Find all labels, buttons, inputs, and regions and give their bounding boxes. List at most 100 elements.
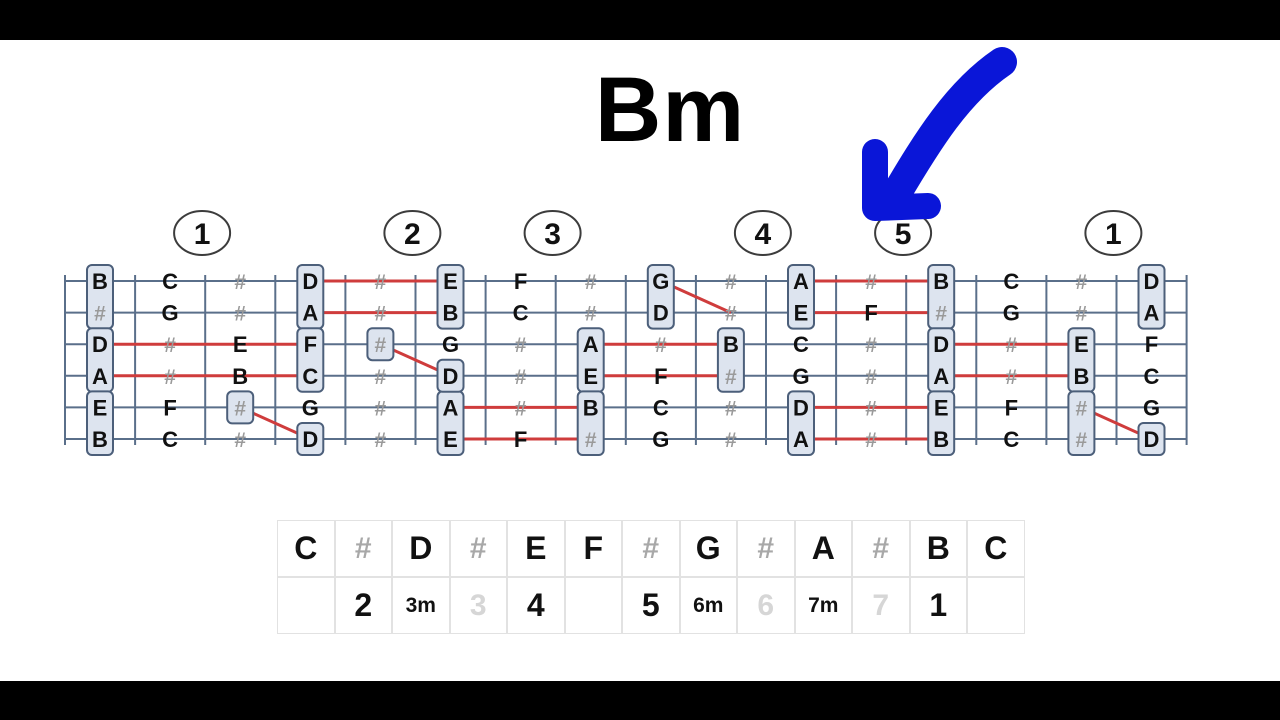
- sharp-label: #: [515, 366, 527, 389]
- sharp-label: #: [164, 334, 176, 357]
- scale-note-cell: A: [794, 520, 852, 577]
- scale-note-cell: D: [392, 520, 450, 577]
- note-label: E: [583, 364, 598, 389]
- sharp-label: #: [725, 366, 737, 389]
- note-label: E: [443, 269, 458, 294]
- position-marker-label: 5: [895, 218, 912, 251]
- sharp-label: #: [865, 397, 877, 420]
- note-label: E: [934, 395, 949, 420]
- note-label: C: [653, 395, 669, 420]
- note-label: E: [93, 395, 108, 420]
- note-label: D: [92, 332, 108, 357]
- note-label: F: [654, 364, 667, 389]
- note-label: F: [514, 427, 527, 452]
- note-label: E: [233, 332, 248, 357]
- note-label: C: [302, 364, 318, 389]
- scale-degree-cell: [277, 577, 335, 634]
- scale-note-cell: E: [507, 520, 565, 577]
- sharp-label: #: [655, 334, 667, 357]
- note-label: A: [933, 364, 949, 389]
- note-label: F: [1145, 332, 1158, 357]
- position-marker-label: 1: [1105, 218, 1122, 251]
- position-marker: [1084, 210, 1143, 256]
- position-marker: [383, 210, 442, 256]
- note-label: D: [793, 395, 809, 420]
- scale-note-cell: C: [277, 520, 335, 577]
- note-label: E: [1074, 332, 1089, 357]
- position-marker-label: 2: [404, 218, 421, 251]
- note-label: B: [443, 301, 459, 326]
- note-highlight: [1137, 264, 1166, 330]
- sharp-label: #: [585, 303, 597, 326]
- note-highlight: [366, 327, 395, 362]
- note-label: E: [794, 301, 809, 326]
- position-marker: [733, 210, 792, 256]
- note-label: C: [1144, 364, 1160, 389]
- scale-degree-cell: 2: [334, 577, 392, 634]
- sharp-label: #: [375, 303, 387, 326]
- letterbox-bottom: [0, 681, 1280, 720]
- letterbox-top: [0, 0, 1280, 40]
- note-label: G: [1143, 395, 1160, 420]
- scale-note-cell: #: [449, 520, 507, 577]
- note-label: D: [653, 301, 669, 326]
- note-highlight: [716, 327, 745, 393]
- pointer-arrow-icon: [862, 47, 1017, 221]
- scale-note-cell: G: [679, 520, 737, 577]
- scale-degree-cell: 6: [737, 577, 795, 634]
- note-label: A: [92, 364, 108, 389]
- note-highlight: [1067, 390, 1096, 456]
- note-label: A: [1144, 301, 1160, 326]
- note-label: D: [1144, 269, 1160, 294]
- note-label: B: [1073, 364, 1089, 389]
- position-marker-label: 4: [755, 218, 772, 251]
- position-marker: [173, 210, 232, 256]
- note-highlight: [646, 264, 675, 330]
- sharp-label: #: [725, 303, 737, 326]
- sharp-label: #: [865, 429, 877, 452]
- sharp-label: #: [94, 303, 106, 326]
- note-highlight: [787, 390, 815, 456]
- sharp-label: #: [234, 429, 246, 452]
- note-highlight: [296, 327, 325, 393]
- sharp-label: #: [865, 334, 877, 357]
- note-label: B: [92, 427, 108, 452]
- note-label: G: [162, 301, 179, 326]
- sharp-label: #: [375, 397, 387, 420]
- scale-degree-cell: 4: [507, 577, 565, 634]
- sharp-label: #: [234, 303, 246, 326]
- sharp-label: #: [1005, 334, 1017, 357]
- scale-degree-cell: [967, 577, 1025, 634]
- note-label: B: [583, 395, 599, 420]
- note-label: C: [1003, 427, 1019, 452]
- note-label: B: [933, 269, 949, 294]
- scale-note-cell: B: [909, 520, 967, 577]
- sharp-label: #: [515, 397, 527, 420]
- note-label: A: [443, 395, 459, 420]
- position-marker-label: 1: [194, 218, 211, 251]
- sharp-label: #: [1005, 366, 1017, 389]
- note-label: D: [933, 332, 949, 357]
- note-label: G: [302, 395, 319, 420]
- scale-note-cell: C: [967, 520, 1025, 577]
- scale-degree-cell: 7m: [794, 577, 852, 634]
- sharp-label: #: [935, 303, 947, 326]
- sharp-label: #: [375, 429, 387, 452]
- scale-note-cell: #: [334, 520, 392, 577]
- scale-degree-cell: 1: [909, 577, 967, 634]
- scale-degree-cell: 3: [449, 577, 507, 634]
- sharp-label: #: [234, 271, 246, 294]
- note-label: D: [443, 364, 459, 389]
- note-label: D: [302, 269, 318, 294]
- note-label: D: [1144, 427, 1160, 452]
- note-highlight: [226, 390, 255, 425]
- scale-note-cell: #: [737, 520, 795, 577]
- sharp-label: #: [1076, 429, 1088, 452]
- note-highlight: [787, 264, 815, 330]
- note-highlight: [1137, 422, 1166, 456]
- note-label: C: [162, 427, 178, 452]
- note-label: C: [162, 269, 178, 294]
- scale-degree-cell: [564, 577, 622, 634]
